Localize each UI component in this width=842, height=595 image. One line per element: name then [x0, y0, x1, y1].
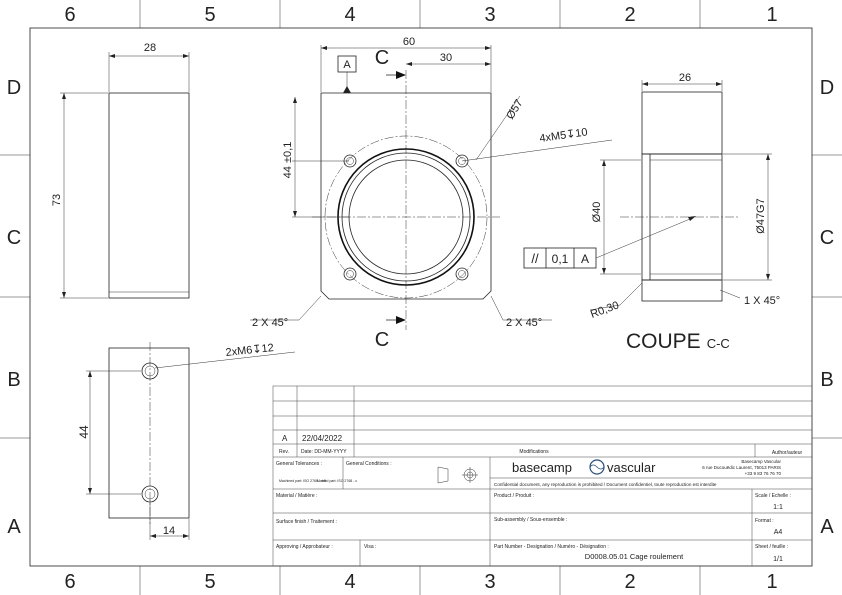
callout-section-chamfer: 1 X 45° — [744, 295, 780, 307]
zone-row-left-d: D — [7, 77, 21, 99]
tolerance-datum: A — [581, 252, 589, 266]
scale-value: 1:1 — [773, 504, 783, 511]
dim-width-60: 60 — [403, 36, 415, 48]
dim-bore-40: Ø40 — [591, 202, 603, 223]
date-label: Date: DD-MM-YYYY — [301, 449, 347, 455]
zone-col-bottom-1: 1 — [766, 571, 777, 593]
general-tolerances-label: General Tolerances : — [276, 461, 322, 467]
zone-col-top-1: 1 — [766, 4, 777, 26]
section-cut-top-label: C — [375, 47, 389, 69]
section-cut-bottom-label: C — [375, 329, 389, 351]
dim-hole-spacing-44-bottom: 44 — [77, 425, 91, 439]
machined-tolerance: Machined part: ISO 2768 - mK — [279, 479, 327, 483]
zone-col-top-5: 5 — [204, 4, 215, 26]
zone-col-bottom-6: 6 — [64, 571, 75, 593]
dim-height-73: 73 — [51, 194, 63, 206]
sheet-value: 1/1 — [773, 556, 783, 563]
company-phone: +33 9 83 76 76 70 — [745, 471, 782, 476]
bottom-view: 44 2xM6↧12 14 — [77, 342, 296, 540]
format-label: Format : — [755, 518, 774, 524]
approving-label: Approving / Approbateur : — [276, 544, 333, 550]
dim-edge-14: 14 — [163, 525, 175, 537]
section-view: 26 Ø40 Ø47G7 // 0,1 A R0,30 1 X 45° — [523, 72, 780, 353]
dim-half-30: 30 — [440, 52, 452, 64]
front-view: 60 30 A C C 44 ±0,1 Ø57 4xM5↧10 2 X 45° — [250, 36, 613, 351]
zone-col-bottom-4: 4 — [344, 571, 355, 593]
zone-col-bottom-3: 3 — [484, 571, 495, 593]
dim-hole-spacing-44: 44 ±0,1 — [282, 142, 294, 179]
rev-label: Rev. — [279, 449, 289, 455]
part-number-value: D0008.05.01 Cage roulement — [585, 552, 684, 561]
zone-col-bottom-5: 5 — [204, 571, 215, 593]
zone-col-top-4: 4 — [344, 4, 355, 26]
zone-col-top-2: 2 — [624, 4, 635, 26]
title-block: A 22/04/2022 Rev. Date: DD-MM-YYYY Modif… — [272, 385, 813, 567]
sheet-label: Sheet / feuille : — [755, 544, 788, 550]
company-name: Basecamp Vascular — [741, 459, 781, 464]
product-label: Product / Produit : — [494, 493, 534, 499]
scale-label: Scale / Echelle : — [755, 493, 791, 499]
date-value: 22/04/2022 — [302, 434, 343, 443]
section-title-suffix: C-C — [707, 336, 730, 351]
confidential-notice: Confidential document, any reproduction … — [494, 482, 717, 487]
dim-depth-26: 26 — [679, 72, 691, 84]
zone-row-right-b: B — [820, 369, 833, 391]
dim-bore-47g7: Ø47G7 — [755, 198, 767, 233]
molded-tolerance: Molded part: ISO 2768 - c — [317, 479, 357, 483]
callout-chamfer-left: 2 X 45° — [252, 317, 288, 329]
callout-radius: R0,30 — [589, 300, 621, 321]
rev-value: A — [282, 434, 288, 443]
callout-chamfer-right: 2 X 45° — [506, 317, 542, 329]
side-view: 28 73 — [51, 42, 190, 299]
surface-label: Surface finish / Traitement : — [276, 519, 337, 525]
format-value: A4 — [774, 529, 783, 536]
zone-row-left-a: A — [7, 516, 21, 538]
projection-symbol-icon — [437, 466, 478, 484]
tolerance-frame: // 0,1 A — [523, 216, 696, 269]
visa-label: Visa : — [364, 544, 376, 550]
zone-row-right-a: A — [820, 516, 834, 538]
company-logo-icon — [589, 459, 605, 475]
tolerance-value: 0,1 — [552, 252, 569, 266]
author-label: Author/auteur — [772, 450, 803, 456]
general-conditions-label: General Conditions : — [346, 461, 392, 467]
zone-row-right-c: C — [820, 227, 834, 249]
tolerance-symbol: // — [531, 251, 539, 266]
section-title: COUPE C-C — [626, 330, 730, 353]
zone-row-left-c: C — [7, 227, 21, 249]
modifications-label: Modifications — [519, 449, 549, 455]
zone-row-left-b: B — [7, 369, 20, 391]
section-title-main: COUPE — [626, 330, 701, 353]
dim-bolt-circle-57: Ø57 — [504, 98, 525, 122]
material-label: Material / Matière : — [276, 493, 317, 499]
datum-a-label: A — [343, 59, 351, 71]
subassembly-label: Sub-assembly / Sous-ensemble : — [494, 517, 567, 523]
zone-col-top-6: 6 — [64, 4, 75, 26]
part-number-label: Part Number - Designation / Numéro - Dés… — [494, 544, 609, 550]
zone-labels: 6 5 4 3 2 1 6 5 4 3 2 1 D C B A D C B A — [7, 4, 835, 593]
callout-4xm5-holes: 4xM5↧10 — [539, 126, 589, 145]
company-logo-left: basecamp — [512, 460, 572, 475]
company-address: 6 rue Ducouëdic Laurent, 75013 PARIS — [702, 465, 781, 470]
zone-row-right-d: D — [820, 77, 834, 99]
dim-width-28: 28 — [144, 42, 156, 54]
callout-2xm6-holes: 2xM6↧12 — [225, 342, 274, 359]
company-logo-right: vascular — [607, 460, 656, 475]
zone-col-bottom-2: 2 — [624, 571, 635, 593]
zone-col-top-3: 3 — [484, 4, 495, 26]
